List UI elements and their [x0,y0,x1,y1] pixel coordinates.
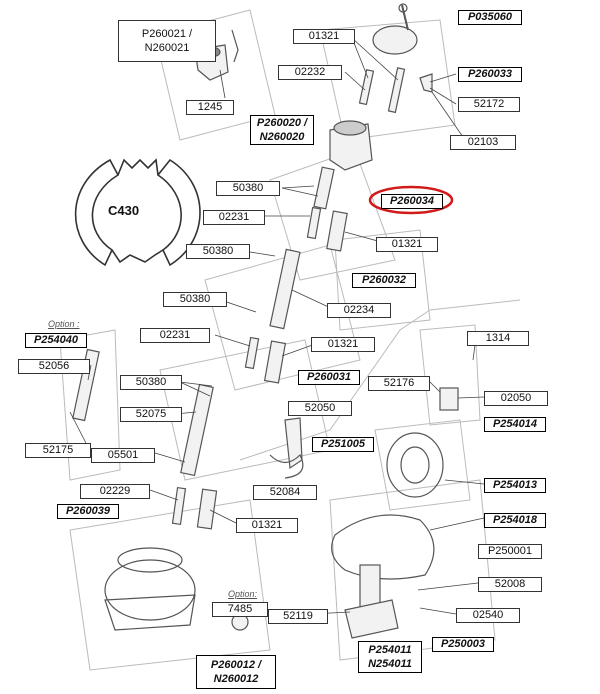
option-tube [72,348,100,422]
spring-part [269,453,304,479]
label-52008: 52008 [478,577,542,592]
clip-part-d [196,488,218,530]
label-p254014: P254014 [484,417,546,432]
spring-clip-part [231,29,239,63]
basket-part [331,514,435,580]
label-01321-c: 01321 [311,337,375,352]
drum-base [104,594,196,631]
label-50380-a: 50380 [216,181,280,196]
label-option-a: Option : [48,319,80,329]
parts [72,3,459,639]
clip-part-c [263,340,287,384]
label-p254011: P254011 N254011 [358,641,422,673]
label-p260032: P260032 [352,273,416,288]
label-52172: 52172 [458,97,520,112]
label-p035060: P035060 [458,10,522,25]
label-52084: 52084 [253,485,317,500]
reel-inner [400,446,430,484]
pin-part-d [244,336,260,370]
label-p260012: P260012 / N260012 [196,655,276,689]
label-02229: 02229 [80,484,150,499]
label-02234: 02234 [327,303,391,318]
tube-mid [269,248,301,330]
label-52119: 52119 [268,609,328,624]
highlight-circle [368,185,454,215]
label-02103: 02103 [450,135,516,150]
knob-loop [398,3,408,13]
base-part [344,599,399,639]
pin-part-a [358,69,375,106]
label-52176: 52176 [368,376,430,391]
label-p260033: P260033 [458,67,522,82]
drum-top [117,547,183,573]
knob-part [372,25,418,55]
reel-part [386,432,444,498]
tube-low [180,383,214,477]
pin-part-e [171,486,187,526]
head-top [333,120,367,136]
label-52056: 52056 [18,359,90,374]
label-02050: 02050 [484,391,548,406]
label-01321-a: 01321 [293,29,355,44]
label-p260039: P260039 [57,504,119,519]
label-02231-a: 02231 [203,210,265,225]
clip-part-b [326,210,348,252]
label-p250001: P250001 [478,544,542,559]
label-50380-b: 50380 [186,244,250,259]
drum-part [104,559,196,621]
label-c430: C430 [108,203,140,218]
label-p254018: P254018 [484,513,546,528]
label-02232: 02232 [278,65,342,80]
label-02540: 02540 [456,608,520,623]
label-p260031: P260031 [298,370,360,385]
label-p250003: P250003 [432,637,494,652]
tube-top [313,166,335,210]
assembly-outlines [59,9,521,671]
label-05501: 05501 [91,448,155,463]
label-02231-b: 02231 [140,328,210,343]
label-52050: 52050 [288,401,352,416]
pin-part-c [306,206,322,240]
knob-stem [401,4,409,31]
cap-part [439,387,459,411]
label-50380-c: 50380 [163,292,227,307]
label-01321-b: 01321 [376,237,438,252]
label-01321-d: 01321 [236,518,298,533]
label-p260034: P260034 [381,194,443,209]
label-50380-d: 50380 [120,375,182,390]
label-1314: 1314 [467,331,529,346]
label-p260020: P260020 / N260020 [250,115,314,145]
pin-part-b [387,67,406,114]
label-p260021: P260021 / N260021 [118,20,216,62]
clip-part-a [419,73,433,93]
c430-clip [74,158,201,267]
label-7485: 7485 [212,602,268,617]
label-1245: 1245 [186,100,234,115]
label-p251005: P251005 [312,437,374,452]
label-52075: 52075 [120,407,182,422]
label-option-b: Option: [228,589,258,599]
label-p254013: P254013 [484,478,546,493]
label-p254040: P254040 [25,333,87,348]
label-52175: 52175 [25,443,91,458]
